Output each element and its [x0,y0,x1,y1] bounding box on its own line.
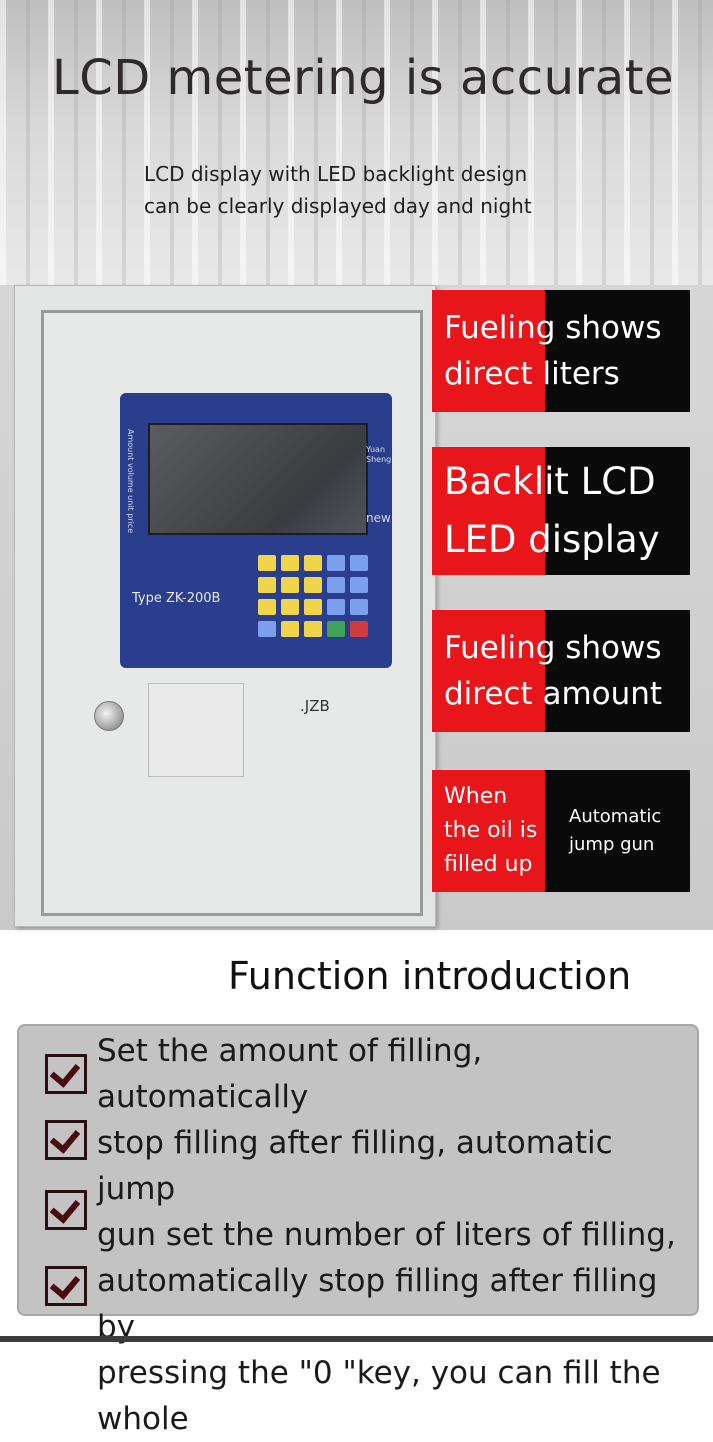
function-line: stop filling after filling, automatic ju… [97,1125,613,1207]
feature-amount: Fueling shows direct amount [432,610,690,732]
brand-line-2: Sheng [366,455,392,464]
feature-text: When the oil is filled up [444,770,537,892]
function-box: Set the amount of filling, automatically… [17,1024,699,1437]
feature-line-3: filled up [444,852,533,877]
feature-line-2: the oil is [444,818,538,843]
function-line: pressing the "0 "key, you can fill the [97,1355,661,1391]
checkbox-icon [45,1054,87,1094]
feature-jump-gun: When the oil is filled up Automatic jump… [432,770,690,892]
feature-line-2: direct liters [444,356,620,392]
keypad-key [258,577,276,593]
function-description: Set the amount of filling, automatically… [97,1028,677,1442]
function-line: gun set the number of liters of filling, [97,1217,676,1253]
feature-text: Backlit LCD LED display [444,447,660,575]
keypad-key [281,555,299,571]
feature-right-line-1: Automatic [569,806,662,827]
panel-side-label: Amount volume unit price [126,429,135,534]
keypad-key [350,599,368,615]
checkmarks [45,1046,89,1306]
feature-backlit-lcd: Backlit LCD LED display [432,447,690,575]
keypad-key [350,621,368,637]
lock-icon [94,701,124,731]
product-photo: Amount volume unit price Yuan Sheng new … [0,285,713,930]
feature-line-1: When [444,784,508,809]
keypad-key [258,621,276,637]
feature-text: Fueling shows direct liters [444,290,662,412]
keypad-key [281,577,299,593]
function-line: Set the amount of filling, automatically [97,1033,483,1115]
feature-red-block [432,770,552,892]
keypad-key [281,599,299,615]
function-line: whole [97,1401,189,1437]
checkbox-icon [45,1266,87,1306]
checkbox-icon [45,1120,87,1160]
control-panel: Amount volume unit price Yuan Sheng new … [120,393,392,668]
feature-red-block [432,447,552,575]
top-banner: LCD metering is accurate LCD display wit… [0,0,713,285]
feature-red-block [432,610,552,732]
feature-line-2: LED display [444,518,660,561]
brand-label: Yuan Sheng [366,445,391,465]
subtitle-line-2: can be clearly displayed day and night [144,194,532,218]
bottom-divider [0,1336,713,1342]
keypad-key [281,621,299,637]
feature-line-1: Backlit LCD [444,460,656,503]
feature-right-text: Automatic jump gun [569,770,690,892]
keypad-key [327,599,345,615]
brand-line-1: Yuan [366,445,386,454]
checkbox-icon [45,1190,87,1230]
keypad-key [304,555,322,571]
feature-black-block [545,770,690,892]
subtitle: LCD display with LED backlight design ca… [144,158,532,222]
keypad-key [327,621,345,637]
feature-line-2: direct amount [444,676,663,712]
keypad-key [304,577,322,593]
curtain-background [0,0,713,285]
keypad-key [258,555,276,571]
subtitle-line-1: LCD display with LED backlight design [144,162,528,186]
keypad-key [350,555,368,571]
new-label: new [366,511,391,525]
feature-black-block [545,290,690,412]
controller-cabinet: Amount volume unit price Yuan Sheng new … [14,285,436,927]
feature-line-1: Fueling shows [444,310,662,346]
feature-black-block [545,447,690,575]
keypad-key [327,577,345,593]
keypad-key [304,599,322,615]
lcd-screen [148,423,368,535]
keypad-key [304,621,322,637]
feature-red-block [432,290,552,412]
cabinet-door: Amount volume unit price Yuan Sheng new … [41,310,423,916]
keypad-key [258,599,276,615]
feature-right-line-2: jump gun [569,834,655,855]
feature-black-block [545,610,690,732]
feature-text: Fueling shows direct amount [444,610,662,732]
function-line: automatically stop filling after filling… [97,1263,658,1345]
feature-line-1: Fueling shows [444,630,662,666]
door-mark: .JZB [300,697,330,715]
keypad-key [350,577,368,593]
function-title: Function introduction [228,954,632,998]
keypad [258,555,370,637]
label-sticker [148,683,244,777]
feature-liters: Fueling shows direct liters [432,290,690,412]
headline: LCD metering is accurate [52,50,675,106]
keypad-key [327,555,345,571]
model-label: Type ZK-200B [132,591,221,606]
